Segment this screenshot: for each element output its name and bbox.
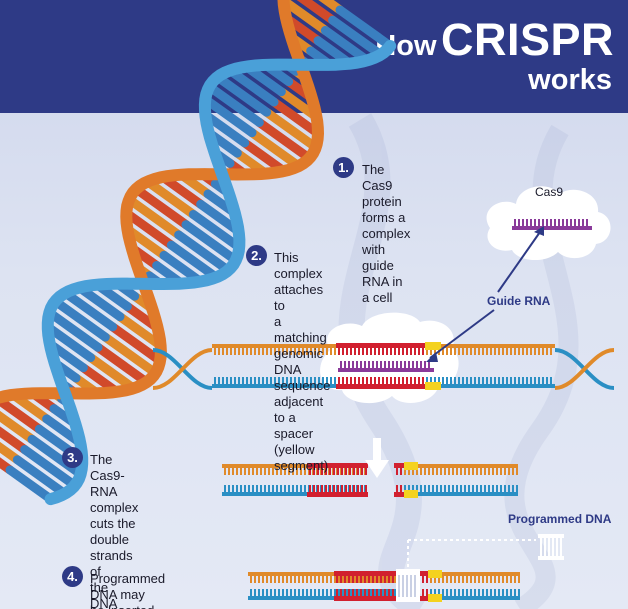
page-title: How CRISPR <box>375 14 614 66</box>
guide-rna-label: Guide RNA <box>487 294 551 308</box>
title-word-crispr: CRISPR <box>440 14 614 65</box>
step-2-text: This complex attaches to a matching geno… <box>274 250 331 473</box>
cut-dna-step3 <box>222 462 518 498</box>
title-word-works: works <box>528 64 612 96</box>
step-1-text: The Cas9 protein forms a complex with gu… <box>362 162 411 305</box>
repaired-dna-step4 <box>248 569 520 602</box>
step-4-text: Programmed DNA may be inserted at the cu… <box>90 571 166 609</box>
guide-rna-pointer-arrow <box>426 226 544 362</box>
cas9-label: Cas9 <box>535 185 564 199</box>
step-1-number-badge: 1. <box>333 157 354 178</box>
step-3-text: The Cas9-RNA complex cuts the double str… <box>90 452 139 609</box>
step-3-number-badge: 3. <box>62 447 83 468</box>
genomic-dna-step2 <box>152 342 615 390</box>
step-4-number-badge: 4. <box>62 566 83 587</box>
programmed-dna-label: Programmed DNA <box>508 512 612 526</box>
cas9-complex-cloud <box>486 186 611 261</box>
step-2-number-badge: 2. <box>246 245 267 266</box>
guide-rna-strand <box>512 219 592 230</box>
cut-arrow-icon <box>365 438 389 478</box>
programmed-dna-fragment <box>407 534 564 570</box>
